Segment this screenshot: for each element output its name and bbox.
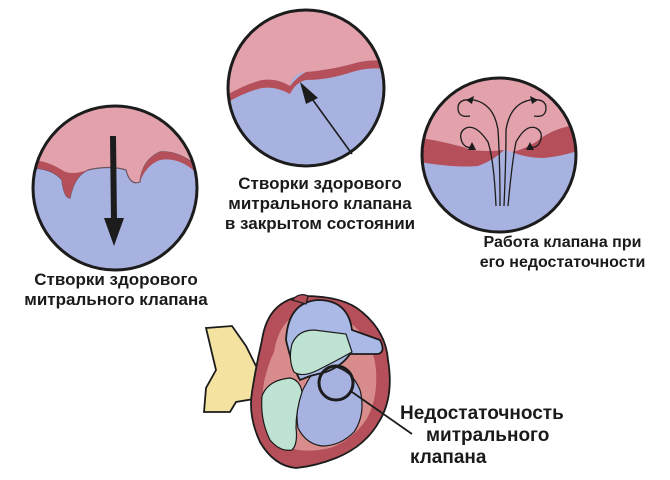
- zoom-circle-icon: [317, 364, 355, 402]
- caption-closed-valve: Створки здорового митрального клапана в …: [224, 174, 416, 233]
- arrow-up-icon: [300, 82, 353, 155]
- healthy-valve-circle: [31, 104, 199, 272]
- right-ventricle: [261, 377, 303, 451]
- arrow-down-icon: [104, 135, 124, 246]
- heart-cross-section: [203, 294, 413, 469]
- pointer-line: [351, 391, 413, 435]
- aorta: [203, 325, 268, 413]
- caption-insufficiency-flow: Работа клапана при его недостаточности: [479, 234, 646, 271]
- closed-valve-circle: [226, 8, 386, 168]
- insufficiency-flow-circle: [420, 76, 578, 234]
- left-atrium: [289, 329, 353, 376]
- caption-healthy-valve: Створки здорового митрального клапана: [24, 270, 208, 309]
- swirl-arrow-icon: [457, 96, 547, 207]
- caption-insufficiency: Недостаточность митрального клапана: [400, 403, 564, 468]
